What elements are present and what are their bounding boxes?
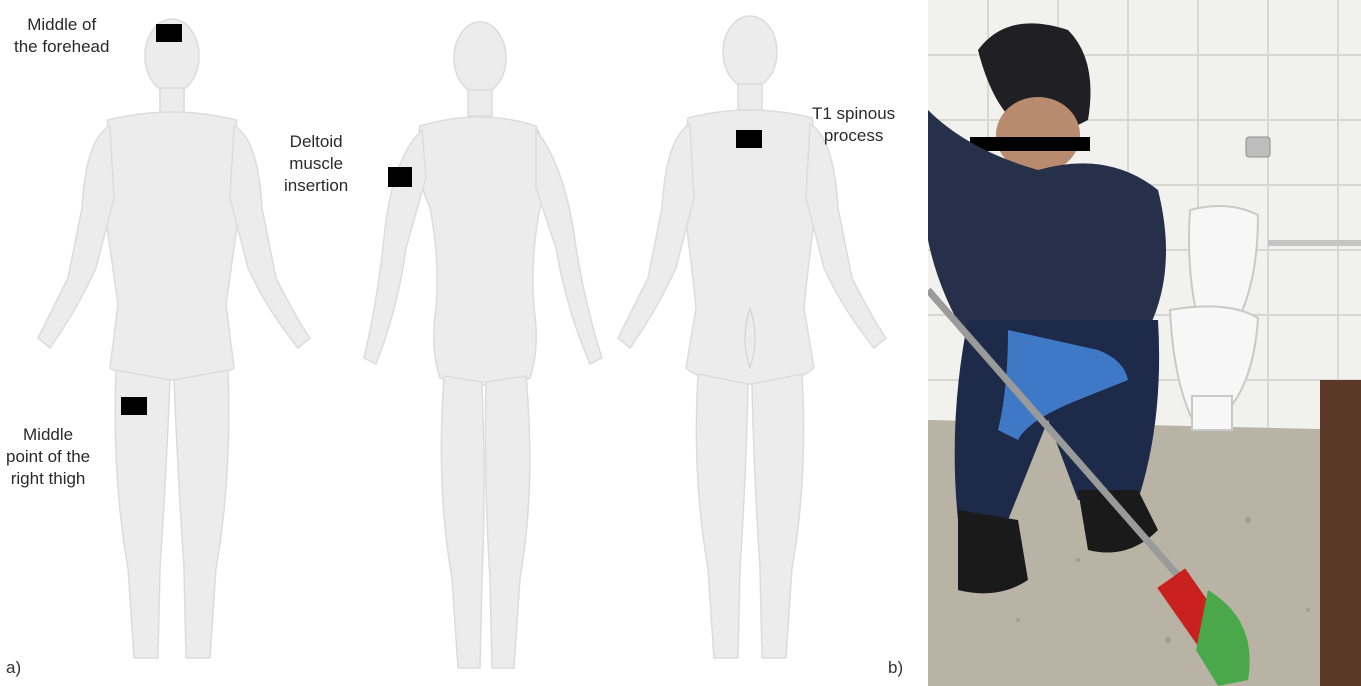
front-body-figure (20, 8, 330, 686)
body-diagram-panel: Middle of the forehead Deltoid muscle in… (0, 0, 920, 686)
panel-letter-a: a) (6, 658, 21, 678)
worker-photo (928, 0, 1361, 686)
thigh-sensor-marker (121, 397, 147, 415)
t1-sensor-marker (736, 130, 762, 148)
panel-letter-b: b) (888, 658, 903, 678)
forehead-label: Middle of the forehead (14, 14, 109, 58)
thigh-label: Middle point of the right thigh (6, 424, 90, 490)
deltoid-sensor-marker (388, 167, 412, 187)
forehead-sensor-marker (156, 24, 182, 42)
side-body-figure (340, 8, 620, 686)
deltoid-label: Deltoid muscle insertion (284, 131, 348, 197)
worker-photo-illustration (928, 0, 1361, 686)
t1-label: T1 spinous process (812, 103, 895, 147)
